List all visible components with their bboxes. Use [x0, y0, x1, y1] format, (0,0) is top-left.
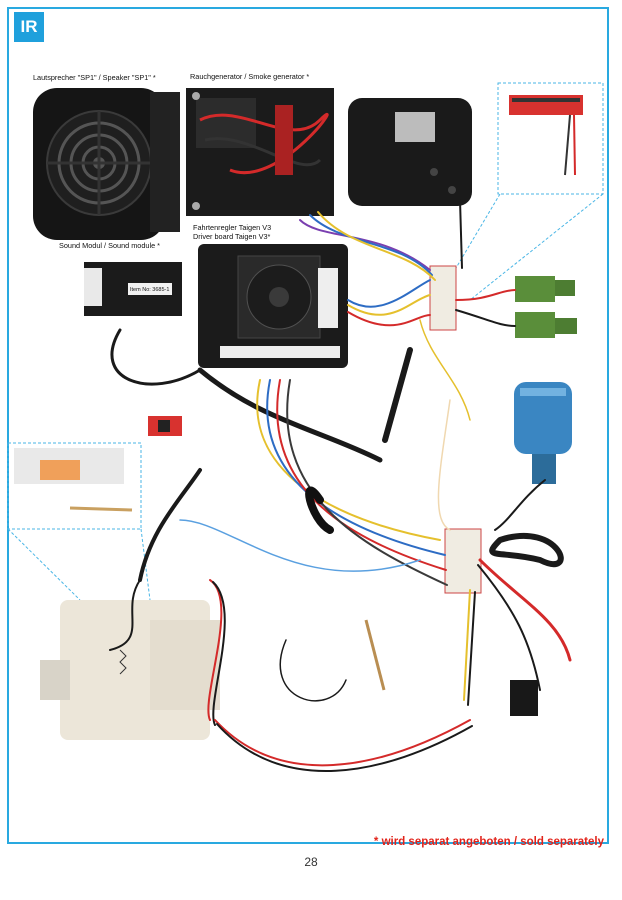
driver-board: [198, 244, 348, 368]
sound-module: [84, 262, 182, 316]
sound-module-label: Sound Modul / Sound module *: [59, 241, 161, 250]
page-number: 28: [304, 855, 318, 869]
module-sticker-text: Item No: 3685-1: [130, 287, 170, 293]
wires: [109, 199, 572, 772]
speaker: [33, 88, 180, 240]
smoke-unit-white: [40, 600, 220, 740]
smoke-generator-label: Rauchgenerator / Smoke generator *: [190, 72, 310, 81]
heater-probe: [364, 619, 386, 691]
motor: [348, 98, 472, 206]
driver-board-label-1: Fahrtenregler Taigen V3: [193, 223, 272, 232]
sold-separately-note: * wird separat angeboten / sold separate…: [373, 836, 604, 848]
speaker-label: Lautsprecher "SP1" / Speaker "SP1" *: [33, 73, 156, 82]
terminal-strip-upper: [429, 265, 457, 331]
smoke-detail-callout-box: [7, 442, 142, 530]
ir-badge: IR: [14, 12, 44, 42]
driver-board-label-2: Driver board Taigen V3*: [193, 232, 271, 241]
connector-board: [509, 95, 583, 176]
callout-detail: [14, 448, 133, 512]
terminal-strip-lower: [444, 528, 482, 594]
ir-receiver: [514, 382, 572, 484]
connector-callout-box: [497, 82, 604, 195]
wiring-illustration: [7, 82, 604, 772]
resistor-part: [510, 680, 538, 716]
smoke-generator: [186, 88, 334, 216]
green-connectors: [515, 276, 577, 338]
